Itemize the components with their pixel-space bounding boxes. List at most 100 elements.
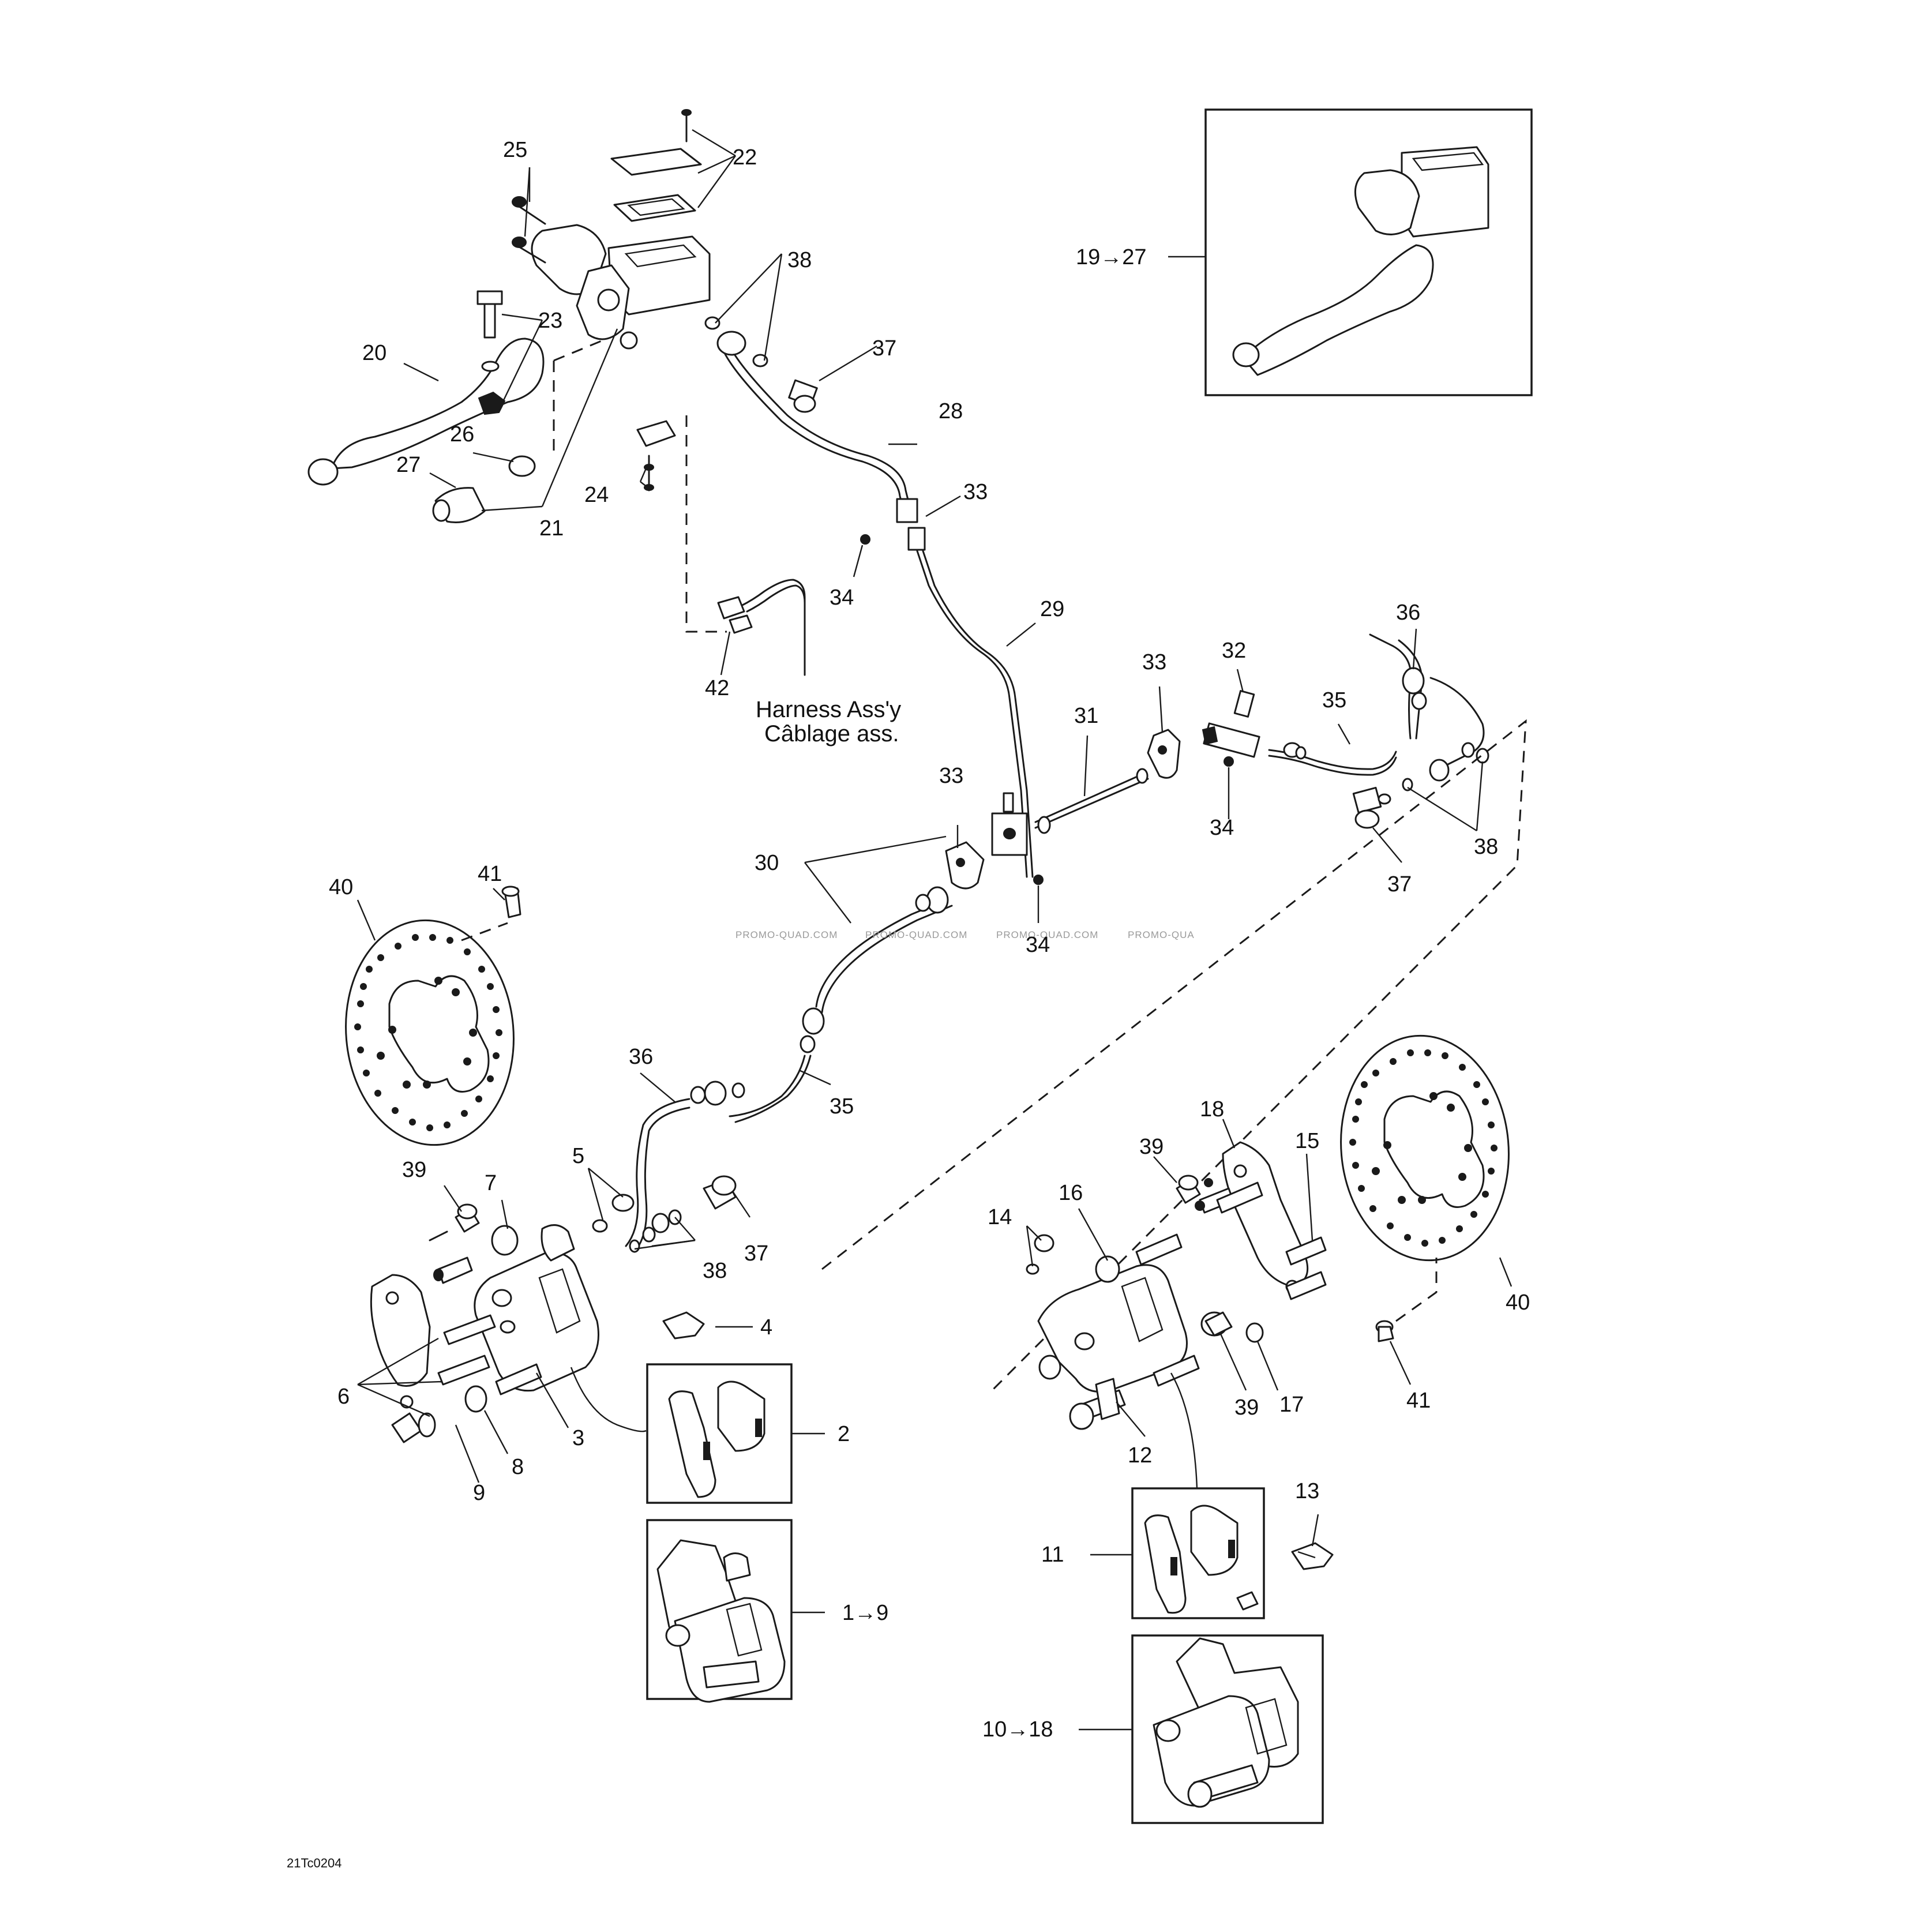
callout-33: 33 [1142, 650, 1166, 674]
callout-31: 31 [1074, 704, 1098, 728]
callout-14: 14 [988, 1205, 1012, 1229]
brake-light-switch [636, 420, 676, 447]
leader-lines-left-caliper [357, 1185, 696, 1483]
watermark: PROMO-QUAD.COM PROMO-QUAD.COM PROMO-QUAD… [735, 929, 1195, 940]
callout-18: 18 [1200, 1097, 1224, 1121]
leader-lines-lines [587, 253, 1484, 1250]
callout-29: 29 [1040, 597, 1064, 621]
callout-32: 32 [1222, 639, 1246, 663]
leader-lines [403, 129, 736, 512]
harness-label: Harness Ass'y Câblage ass. [756, 697, 901, 746]
callout-7: 7 [485, 1171, 497, 1195]
callout-21: 21 [539, 516, 564, 541]
callout-27: 27 [396, 453, 421, 477]
watermark-text: PROMO-QUAD.COM [865, 929, 967, 940]
callout-40: 40 [1506, 1290, 1530, 1315]
callout-22: 22 [733, 145, 757, 170]
reservoir-cover [610, 148, 702, 176]
callout-4: 4 [760, 1315, 772, 1340]
caliper-illustration-right [1153, 1637, 1299, 1808]
brake-caliper-right [1026, 1141, 1334, 1570]
junction-bracket [896, 498, 918, 523]
callout-28: 28 [939, 399, 963, 423]
brake-disc-front-left [345, 886, 521, 1146]
callout-3: 3 [572, 1426, 584, 1450]
lever-knob [307, 458, 339, 486]
watermark-text: PROMO-QUAD.COM [996, 929, 1098, 940]
callout-5: 5 [572, 1144, 584, 1168]
callout-42: 42 [705, 676, 729, 700]
callout-39: 39 [1139, 1135, 1164, 1159]
callout-39: 39 [402, 1158, 426, 1182]
callout-30: 30 [755, 851, 779, 875]
leader-lines-right-caliper [1026, 1119, 1319, 1547]
callout-labels: 25 22 23 20 26 27 21 24 38 37 28 33 34 2… [329, 138, 1530, 1742]
callout-6: 6 [337, 1385, 350, 1409]
callout-41: 41 [478, 862, 502, 886]
brake-pads-left [668, 1380, 765, 1498]
callout-35: 35 [830, 1094, 854, 1119]
callout-2: 2 [838, 1422, 850, 1446]
callout-13: 13 [1295, 1479, 1319, 1503]
watermark-text: PROMO-QUAD.COM [735, 929, 838, 940]
harness-label-en: Harness Ass'y [756, 697, 901, 722]
caliper-illustration-left [656, 1539, 786, 1703]
brake-line-29 [916, 550, 1028, 878]
pads-box-left [646, 1363, 793, 1504]
callout-33: 33 [963, 480, 988, 504]
callout-39: 39 [1234, 1395, 1259, 1420]
pad-spring [662, 1311, 705, 1340]
callout-26: 26 [450, 422, 474, 447]
callout-37: 37 [872, 336, 896, 361]
callout-41: 41 [1406, 1389, 1431, 1413]
callout-1-9: 1→9 [842, 1601, 888, 1625]
callout-11: 11 [1041, 1543, 1064, 1567]
brake-lines [592, 316, 1489, 1253]
callout-15: 15 [1295, 1129, 1319, 1153]
watermark-text: PROMO-QUA [1128, 929, 1195, 940]
callout-36: 36 [629, 1045, 653, 1069]
callout-20: 20 [362, 341, 386, 365]
callout-23: 23 [538, 309, 562, 333]
brake-lever [331, 337, 545, 470]
callout-36: 36 [1396, 601, 1420, 625]
brake-line-31 [1034, 772, 1146, 823]
master-cylinder-assembly [307, 109, 711, 524]
inset-master-cylinder-illustration [1232, 146, 1489, 376]
callout-34: 34 [830, 586, 854, 610]
callout-38: 38 [703, 1259, 727, 1283]
callout-33: 33 [939, 764, 963, 788]
brake-caliper-left [370, 1203, 599, 1443]
brake-line-35-left [729, 1055, 806, 1117]
clamp-bolts [512, 196, 546, 264]
callout-8: 8 [512, 1455, 524, 1479]
o-ring [508, 455, 536, 477]
brake-disc-rear-right [1340, 1034, 1510, 1342]
callout-25: 25 [503, 138, 527, 162]
callout-10-18: 10→18 [982, 1717, 1053, 1742]
callout-40: 40 [329, 875, 353, 899]
callout-37: 37 [1387, 872, 1412, 896]
callout-38: 38 [787, 248, 812, 272]
callout-19-27: 19→27 [1076, 245, 1147, 269]
harness-label-fr: Câblage ass. [764, 721, 899, 746]
callout-37: 37 [744, 1241, 768, 1266]
assembly-outline-dash [821, 719, 1527, 1391]
callout-16: 16 [1059, 1181, 1083, 1205]
callout-34: 34 [1026, 933, 1050, 957]
callout-9: 9 [473, 1481, 485, 1505]
callout-35: 35 [1322, 688, 1346, 712]
brake-pads-right [1144, 1505, 1259, 1614]
brake-line-30 [815, 899, 947, 1008]
figure-code: 21Tc0204 [287, 1856, 341, 1870]
callout-12: 12 [1128, 1443, 1152, 1468]
brake-hose-36-left [625, 1098, 690, 1247]
brake-line-28 [723, 351, 907, 520]
disc-bolt-dash-right [1395, 1258, 1438, 1322]
callout-24: 24 [584, 483, 609, 507]
callout-17: 17 [1279, 1393, 1304, 1417]
wiring-harness [717, 579, 806, 676]
callout-38: 38 [1474, 835, 1498, 859]
